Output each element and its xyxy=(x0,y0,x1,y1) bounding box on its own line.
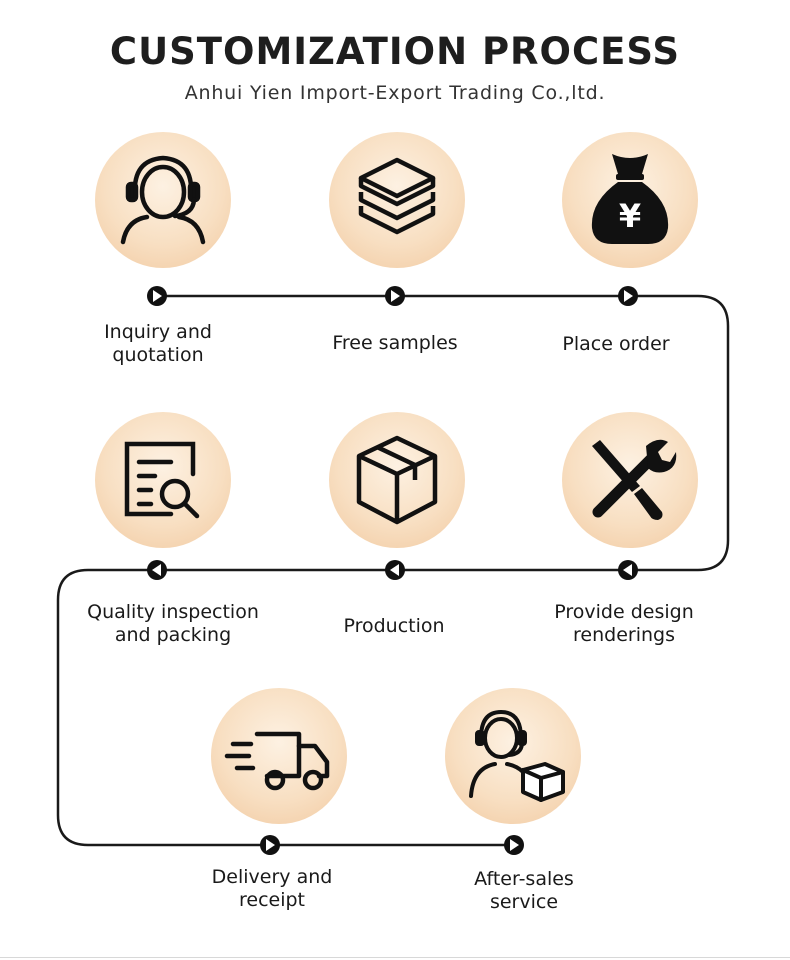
step-7-label-line1: Delivery and xyxy=(211,866,333,888)
flow-marker-4 xyxy=(618,560,638,580)
flow-marker-5 xyxy=(385,560,405,580)
inspection-icon xyxy=(124,441,200,519)
step-6-label: Quality inspection and packing xyxy=(63,601,283,647)
step-8-circle xyxy=(445,688,581,824)
step-7-label-line2: receipt xyxy=(238,889,305,911)
step-4-circle xyxy=(562,412,698,548)
step-8-label: After-sales service xyxy=(414,868,634,914)
step-6-circle xyxy=(95,412,231,548)
step-5-label: Production xyxy=(284,615,504,638)
layers-icon xyxy=(358,157,436,235)
step-2-label: Free samples xyxy=(285,332,505,355)
flow-marker-1 xyxy=(147,286,167,306)
step-6-label-line1: Quality inspection xyxy=(87,601,259,623)
step-1-label-line2: quotation xyxy=(112,344,204,366)
step-2-circle xyxy=(329,132,465,268)
step-6-label-line2: and packing xyxy=(114,624,232,646)
truck-icon xyxy=(224,731,330,791)
bottom-divider xyxy=(0,957,790,958)
step-4-label-line1: Provide design xyxy=(554,601,694,623)
flow-marker-7 xyxy=(260,835,280,855)
flow-marker-2 xyxy=(385,286,405,306)
step-8-label-line1: After-sales xyxy=(474,868,574,890)
flow-marker-3 xyxy=(618,286,638,306)
company-name: Anhui Yien Import-Export Trading Co.,ltd… xyxy=(184,82,606,104)
step-3-label-line1: Place order xyxy=(562,333,670,355)
step-4-label: Provide design renderings xyxy=(514,601,734,647)
flow-marker-8 xyxy=(504,835,524,855)
step-3-label: Place order xyxy=(506,333,726,356)
step-1-circle xyxy=(95,132,231,268)
step-1-label: Inquiry and quotation xyxy=(48,321,268,367)
step-7-circle xyxy=(211,688,347,824)
step-5-circle xyxy=(329,412,465,548)
step-4-label-line2: renderings xyxy=(573,624,675,646)
money-bag-icon: ¥ xyxy=(591,154,669,244)
step-3-circle: ¥ xyxy=(562,132,698,268)
tools-icon xyxy=(592,439,677,520)
step-5-label-line1: Production xyxy=(343,615,445,637)
step-7-label: Delivery and receipt xyxy=(162,866,382,912)
step-2-label-line1: Free samples xyxy=(332,332,458,354)
after-sales-icon xyxy=(469,710,565,802)
box-icon xyxy=(356,435,438,525)
yen-symbol: ¥ xyxy=(619,197,641,235)
page-title: CUSTOMIZATION PROCESS xyxy=(109,30,681,73)
customer-service-icon xyxy=(120,155,206,245)
step-1-label-line1: Inquiry and xyxy=(104,321,212,343)
flow-marker-6 xyxy=(147,560,167,580)
step-8-label-line2: service xyxy=(489,891,559,913)
